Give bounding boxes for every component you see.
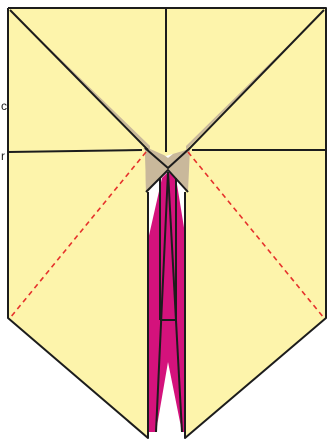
left-lower-flap [8,148,148,438]
top-left-triangle-panel [8,8,166,156]
top-right-triangle-panel [166,8,326,156]
side-mark-r: r [1,149,5,163]
side-mark-c: c [1,99,7,113]
